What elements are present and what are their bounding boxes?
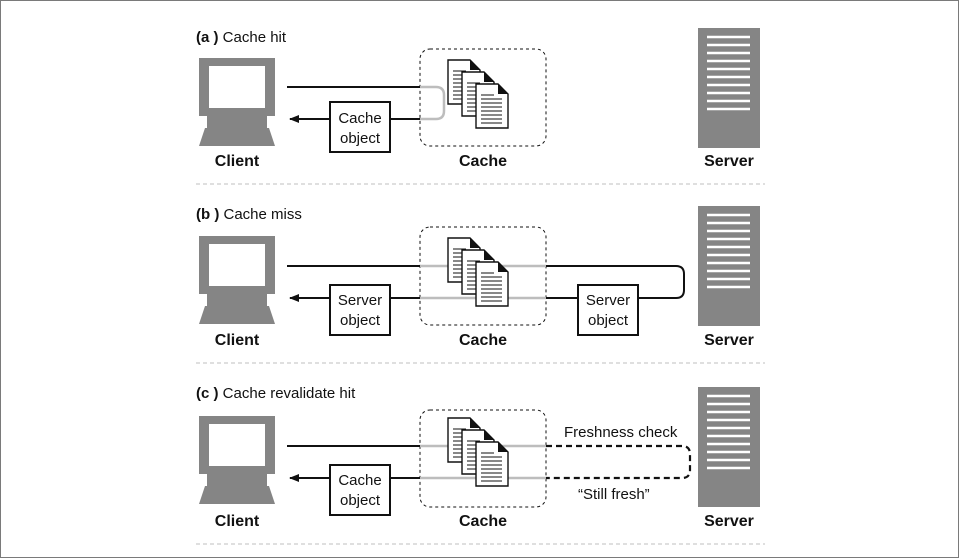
server-tower-icon bbox=[696, 385, 762, 509]
server-object-right-line1: Server bbox=[586, 292, 630, 309]
panel-b-title: (b ) Cache miss bbox=[196, 206, 302, 223]
panel-b: (b ) Cache miss Client Cache Server obje… bbox=[196, 204, 765, 364]
cache-hit-loop bbox=[420, 85, 446, 121]
cache-object-line2: object bbox=[340, 130, 381, 147]
client-label: Client bbox=[215, 513, 260, 530]
request-line-to-server bbox=[546, 265, 685, 299]
cached-documents-icon bbox=[448, 418, 508, 486]
cache-object-line1: Cache bbox=[338, 472, 381, 489]
server-tower-icon bbox=[696, 204, 762, 328]
freshness-check-loop bbox=[546, 444, 692, 480]
panel-a-title: (a ) Cache hit bbox=[196, 29, 287, 46]
server-label: Server bbox=[704, 332, 754, 349]
client-computer-icon bbox=[199, 58, 275, 146]
server-object-left-line1: Server bbox=[338, 292, 382, 309]
freshness-check-label: Freshness check bbox=[564, 424, 678, 441]
cache-boundary bbox=[419, 48, 547, 147]
panel-a: (a ) Cache hit Client Cache Cache object… bbox=[196, 26, 765, 185]
client-label: Client bbox=[215, 153, 260, 170]
server-object-left-line2: object bbox=[340, 312, 381, 329]
server-label: Server bbox=[704, 513, 754, 530]
panel-c-title: (c ) Cache revalidate hit bbox=[196, 385, 356, 402]
cached-documents-icon bbox=[448, 238, 508, 306]
cache-object-line1: Cache bbox=[338, 110, 381, 127]
cache-object-line2: object bbox=[340, 492, 381, 509]
server-object-right-line2: object bbox=[588, 312, 629, 329]
cache-label: Cache bbox=[459, 332, 507, 349]
cache-label: Cache bbox=[459, 153, 507, 170]
server-object-box-right bbox=[577, 284, 639, 336]
client-label: Client bbox=[215, 332, 260, 349]
cache-label: Cache bbox=[459, 513, 507, 530]
cache-object-box bbox=[329, 101, 391, 153]
cache-boundary bbox=[419, 409, 547, 508]
client-computer-icon bbox=[199, 236, 275, 324]
server-label: Server bbox=[704, 153, 754, 170]
cached-documents-icon bbox=[448, 60, 508, 128]
server-tower-icon bbox=[696, 26, 762, 150]
client-computer-icon bbox=[199, 416, 275, 504]
still-fresh-label: “Still fresh” bbox=[578, 486, 650, 503]
cache-object-box bbox=[329, 464, 391, 516]
panel-c: (c ) Cache revalidate hit Client Cache C… bbox=[196, 385, 765, 545]
server-object-box-left bbox=[329, 284, 391, 336]
